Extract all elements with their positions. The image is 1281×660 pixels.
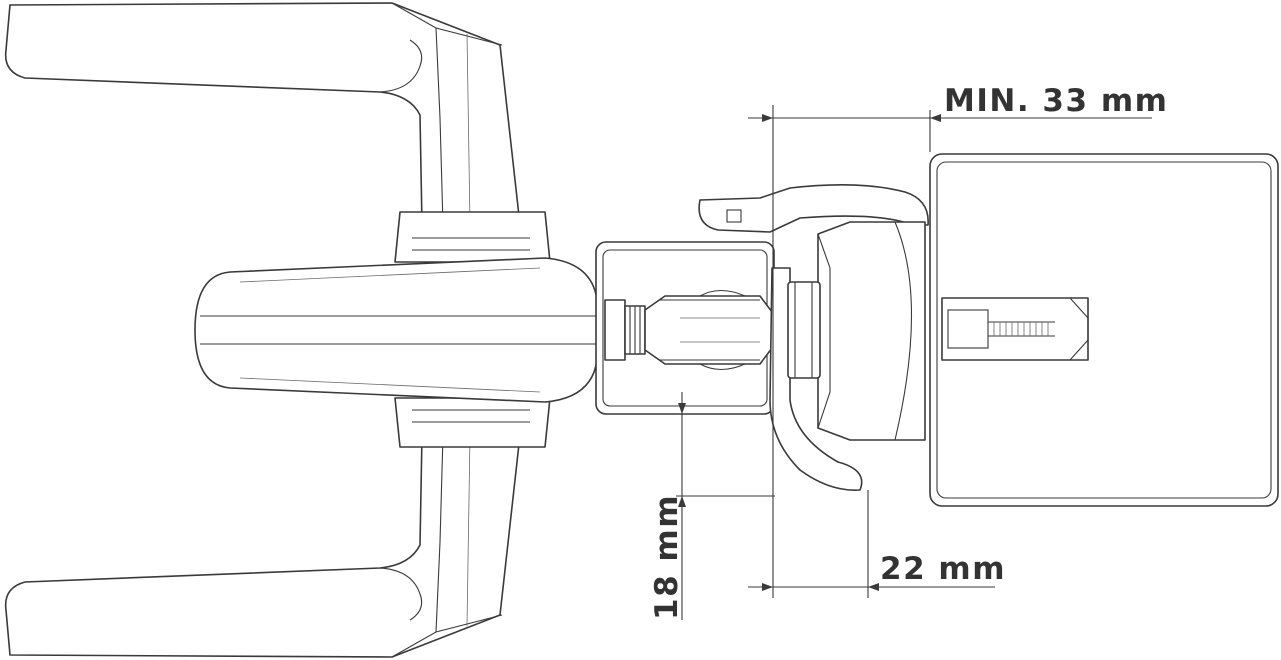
upper-lever-handle — [4, 2, 521, 226]
central-hub — [194, 257, 598, 403]
rosette — [787, 221, 926, 441]
key-cylinder — [604, 289, 773, 371]
upper-collar — [394, 211, 551, 263]
mounting-plate — [929, 153, 1279, 507]
dimension-min-33: MIN. 33 mm — [748, 83, 1168, 598]
spindle-screw — [941, 297, 1089, 361]
dimension-22: 22 mm — [748, 490, 1006, 598]
dimension-label-22: 22 mm — [880, 551, 1006, 587]
lower-collar — [394, 397, 551, 448]
dimension-18: 18 mm — [649, 392, 775, 620]
dimension-label-18: 18 mm — [649, 494, 685, 620]
lower-lever-handle — [4, 434, 521, 658]
dimension-label-min-33: MIN. 33 mm — [944, 83, 1168, 119]
